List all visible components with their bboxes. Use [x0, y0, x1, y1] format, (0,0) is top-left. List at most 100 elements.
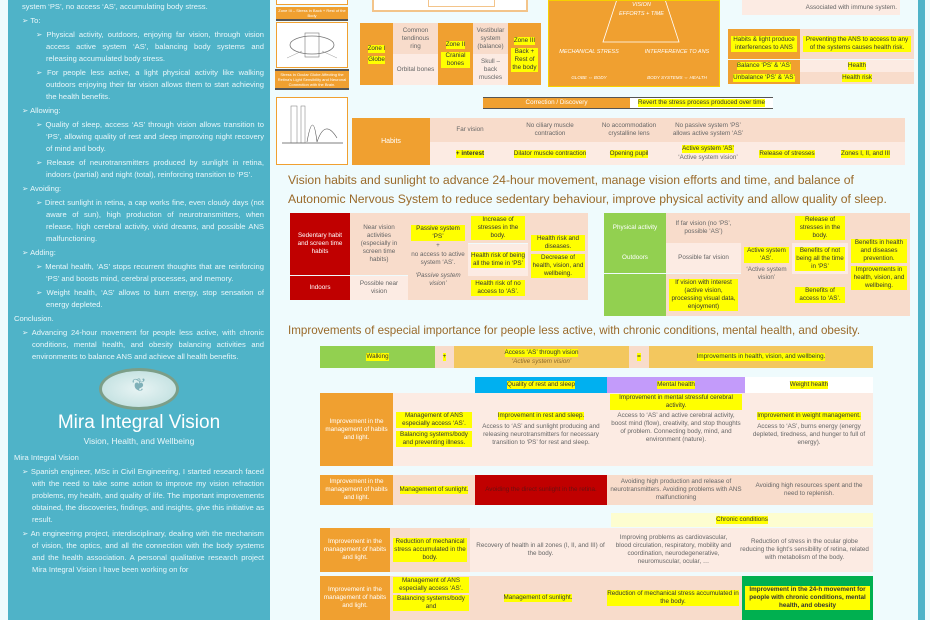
pyramid-left-sub: GLOBE ⇔ BODY: [571, 75, 607, 80]
section-heading: Improvements of especial importance for …: [288, 324, 861, 337]
bullet: ➢ An engineering project, interdisciplin…: [22, 529, 264, 574]
cell-text: Improvements in health, vision, and well…: [851, 266, 907, 290]
table-cell: Improvement in weight management.Access …: [745, 393, 873, 466]
row-label: Improvement in the management of habits …: [320, 475, 393, 505]
bullet-text: Direct sunlight in retina, a cap works f…: [44, 198, 264, 243]
cell-text: Benefits of access to ‘AS’.: [795, 287, 845, 303]
header-weight-health: Weight health: [745, 377, 873, 393]
table-cell: Improving problems as cardiovascular, bl…: [611, 528, 736, 572]
empty-cell: [604, 274, 666, 316]
table-cell: Reduction of mechanical stress accumulat…: [604, 576, 742, 620]
cell-text: Management of sunlight.: [399, 486, 469, 494]
cell-text: Improvements in health, vision, and well…: [696, 353, 826, 361]
cell-text: Opening pupil: [609, 149, 649, 158]
cell-text: Improvement in the 24-h movement for peo…: [745, 586, 870, 610]
conclusion-label: Conclusion.: [14, 314, 54, 323]
cell-text: Zones I, II, and III: [840, 149, 890, 158]
cell-text: Health risk of no access to ‘AS’.: [471, 280, 525, 296]
table-cell: If far vision (no ‘PS’, possible ‘AS’): [666, 213, 741, 243]
table-cell: Possible far vision: [666, 243, 741, 273]
outdoors-label: Outdoors: [604, 243, 666, 273]
table-cell: Health risk of no access to ‘AS’.: [468, 276, 528, 300]
cell-text: Mental health: [657, 381, 695, 389]
correction-label: Correction / Discovery: [483, 97, 630, 109]
row-label: Improvement in the management of habits …: [320, 393, 393, 466]
section-heading: Vision habits and sunlight to advance 24…: [288, 173, 887, 206]
cell-text: Health risk: [842, 74, 872, 82]
result-cell: Improvements in health, vision, and well…: [649, 346, 873, 368]
chronic-conditions-header: Chronic conditions: [611, 513, 873, 527]
table-cell-highlight: Improvement in the 24-h movement for peo…: [742, 576, 873, 620]
table-cell: Reduction of stress in the ocular globe …: [736, 528, 873, 572]
label: To:: [30, 16, 41, 25]
table-cell: Increase of stresses in the body.: [468, 213, 528, 243]
cell-text: Weight health: [789, 381, 829, 389]
habits-cell: No passive system ‘PS’ allows active sys…: [668, 118, 748, 142]
bullet-text: Physical activity, outdoors, enjoying fa…: [46, 30, 264, 63]
text-line: system ‘PS’, no access ‘AS’, accumulatin…: [22, 2, 208, 11]
ans-cell: Unbalance ‘PS’ & ‘AS’: [728, 72, 800, 84]
back-anatomy-figure: [276, 22, 348, 68]
table-cell: Avoiding high resources spent and the ne…: [745, 475, 873, 505]
cell-text: Walking: [366, 353, 389, 361]
cell-text: Release of stresses: [759, 149, 815, 158]
table-cell: Management of ANS especially access ‘AS’…: [390, 576, 472, 620]
cell-text: Balancing systems/body and: [393, 595, 469, 611]
cell-text: No passive system ‘PS’ allows active sys…: [672, 122, 744, 137]
cell-text: Dilator muscle contraction: [513, 149, 587, 158]
cell-text: Benefits of not being all the time in ‘P…: [795, 246, 845, 271]
row-label: Improvement in the management of habits …: [320, 528, 390, 572]
row-label: Improvement in the management of habits …: [320, 576, 390, 620]
indoors-label: Indoors: [290, 276, 350, 300]
cell-text: + interest: [455, 149, 485, 158]
habits-cell: [826, 118, 905, 142]
bullet: ➢ For people less active, a light physic…: [36, 68, 264, 101]
about-heading: Mira Integral Vision: [14, 453, 79, 462]
plus-cell: +: [435, 346, 454, 368]
figure-caption: Stress in Ocular Globe Affecting the Ret…: [275, 69, 349, 90]
cell-text: Preventing the ANS to access to any of t…: [803, 36, 911, 52]
correction-value: Revert the stress process produced over …: [630, 97, 773, 109]
equals-cell: =: [629, 346, 649, 368]
cell-text: =: [637, 353, 641, 361]
bullet: ➢ Release of neurotransmitters produced …: [36, 158, 264, 179]
cell-text: Chronic conditions: [716, 516, 768, 524]
cell-text: Release of stresses in the body.: [795, 216, 845, 240]
table-cell: Recovery of health in all zones (I, II, …: [470, 528, 611, 572]
cell-text: Unbalance ‘PS’ & ‘AS’: [733, 74, 795, 82]
bullet: ➢ Weight health, ‘AS’ allows to burn ene…: [36, 288, 264, 309]
table-cell: Benefits of not being all the time in ‘P…: [792, 243, 848, 274]
cell-text: Decrease of health, vision, and wellbein…: [531, 254, 585, 278]
section-allowing: ➢ Allowing:: [22, 106, 61, 115]
habits-cell: Far vision: [430, 118, 510, 142]
cell-text: No accommodation crystalline lens: [601, 122, 657, 137]
cell-text: Increase of stresses in the body.: [471, 216, 525, 240]
cell-text: Far vision: [456, 126, 484, 133]
bullet-text: An engineering project, interdisciplinar…: [30, 529, 264, 574]
table-cell: Benefits in health and diseases preventi…: [848, 213, 910, 316]
cell-text: ‘Active system vision’: [511, 357, 572, 365]
cell-text: ‘Active system vision’: [746, 266, 787, 281]
cell-text: Active system ‘AS’.: [744, 247, 789, 263]
cell-text: Improvement in mental stressful cerebral…: [610, 394, 742, 410]
habits-cell: Opening pupil: [590, 142, 668, 165]
zone-cell: Skull – back muscles: [473, 54, 508, 85]
cell-subtext: ‘Active system vision’: [678, 154, 738, 161]
cell-text: If vision with interest (active vision, …: [669, 279, 738, 311]
cell-text: Revert the stress process produced over …: [637, 99, 766, 107]
section-adding: ➢ Adding:: [22, 248, 56, 257]
table-cell: Improvement in rest and sleep.Access to …: [475, 393, 607, 466]
table-cell: Near vision activities (especially in sc…: [350, 213, 408, 275]
habits-cell: Release of stresses: [748, 142, 826, 165]
walking-cell: Walking: [320, 346, 435, 368]
right-border-strip: [918, 0, 925, 620]
pyramid-right-sub: BODY SYSTEMS ⇔ HEALTH: [647, 75, 707, 80]
habits-cell: [748, 118, 826, 142]
table-cell: Avoiding high production and release of …: [607, 475, 745, 505]
physical-activity-label: Physical activity: [604, 213, 666, 243]
habits-cell: + interest: [430, 142, 510, 165]
pyramid-triangle: [602, 0, 680, 43]
section-avoiding: ➢ Avoiding:: [22, 184, 62, 193]
